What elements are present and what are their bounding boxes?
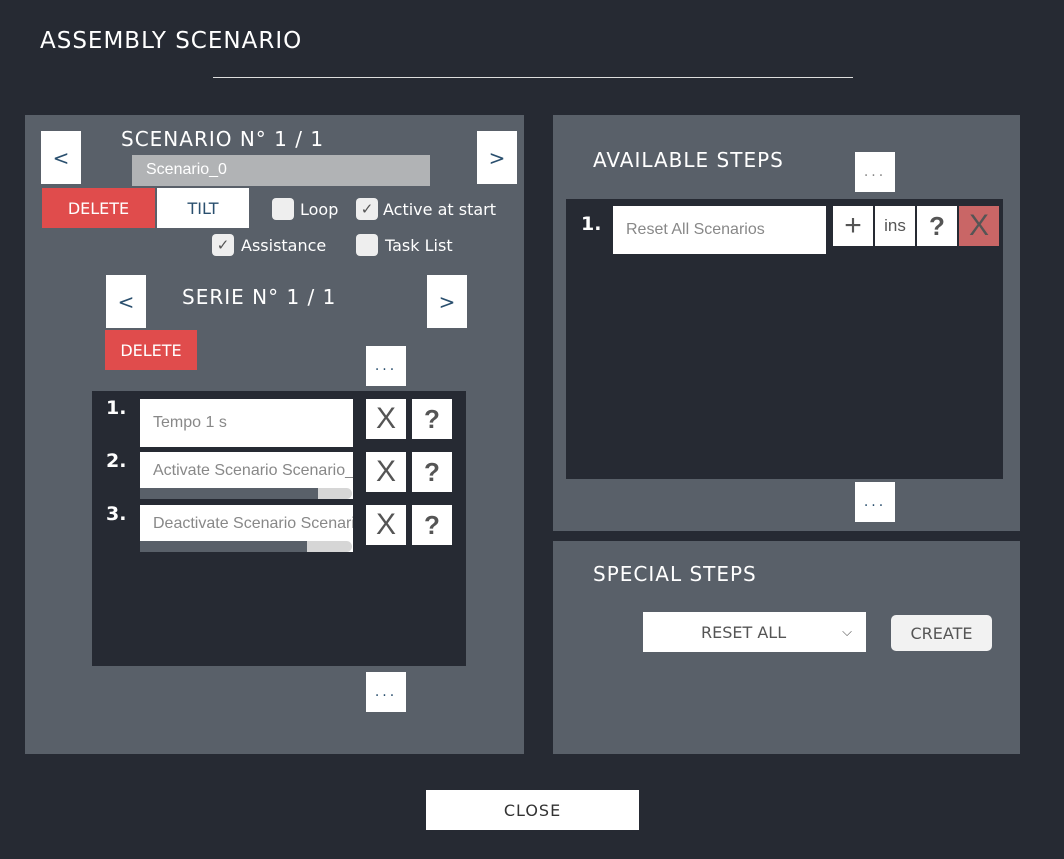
step-scrollbar[interactable]	[140, 488, 352, 499]
loop-label: Loop	[300, 199, 339, 219]
help-button[interactable]: ?	[917, 206, 957, 246]
title-divider	[213, 77, 853, 78]
insert-step-button[interactable]: ins	[875, 206, 915, 246]
checkbox-box[interactable]	[272, 198, 294, 220]
step-number: 2.	[106, 450, 127, 472]
step-number: 3.	[106, 503, 127, 525]
step-number: 1.	[106, 397, 127, 419]
scenario-name-input[interactable]: Scenario_0	[132, 155, 430, 186]
check-icon[interactable]: ✓	[356, 198, 378, 220]
scenario-header: SCENARIO N° 1 / 1	[121, 127, 325, 151]
task-list-label: Task List	[385, 235, 453, 255]
scrollbar-thumb[interactable]	[140, 488, 319, 499]
delete-scenario-button[interactable]: DELETE	[42, 188, 155, 228]
assistance-label: Assistance	[241, 235, 327, 255]
more-bottom-button[interactable]: ...	[366, 672, 406, 712]
checkbox-box[interactable]	[356, 234, 378, 256]
special-steps-header: SPECIAL STEPS	[593, 562, 757, 586]
tilt-button[interactable]: TILT	[157, 188, 249, 228]
add-step-button[interactable]: +	[833, 206, 873, 246]
serie-step-field[interactable]: Tempo 1 s	[140, 399, 353, 447]
dropdown-value: RESET ALL	[701, 622, 787, 642]
available-step-field[interactable]: Reset All Scenarios	[613, 206, 826, 254]
available-more-top-button[interactable]: ...	[855, 152, 895, 192]
special-step-dropdown[interactable]: RESET ALL ⌵	[643, 612, 866, 652]
next-scenario-button[interactable]: >	[477, 131, 517, 184]
help-button[interactable]: ?	[412, 505, 452, 545]
task-list-checkbox[interactable]: Task List	[356, 234, 453, 256]
chevron-down-icon: ⌵	[842, 624, 852, 640]
remove-step-button[interactable]: X	[366, 399, 406, 439]
more-top-button[interactable]: ...	[366, 346, 406, 386]
delete-serie-button[interactable]: DELETE	[105, 330, 197, 370]
close-button[interactable]: CLOSE	[426, 790, 639, 830]
serie-header: SERIE N° 1 / 1	[182, 285, 337, 309]
create-button[interactable]: CREATE	[891, 615, 992, 651]
check-icon[interactable]: ✓	[212, 234, 234, 256]
available-more-bottom-button[interactable]: ...	[855, 482, 895, 522]
scrollbar-thumb[interactable]	[140, 541, 308, 552]
remove-step-button[interactable]: X	[366, 452, 406, 492]
loop-checkbox[interactable]: Loop	[272, 198, 338, 220]
available-steps-header: AVAILABLE STEPS	[593, 148, 784, 172]
step-number: 1.	[581, 213, 602, 235]
prev-serie-button[interactable]: <	[106, 275, 146, 328]
prev-scenario-button[interactable]: <	[41, 131, 81, 184]
step-scrollbar[interactable]	[140, 541, 352, 552]
help-button[interactable]: ?	[412, 452, 452, 492]
help-button[interactable]: ?	[412, 399, 452, 439]
page-title: ASSEMBLY SCENARIO	[40, 28, 303, 54]
remove-step-button[interactable]: X	[366, 505, 406, 545]
active-at-start-label: Active at start	[383, 199, 497, 219]
assistance-checkbox[interactable]: ✓ Assistance	[212, 234, 326, 256]
active-at-start-checkbox[interactable]: ✓Active at start	[356, 198, 496, 220]
next-serie-button[interactable]: >	[427, 275, 467, 328]
remove-step-button[interactable]: X	[959, 206, 999, 246]
